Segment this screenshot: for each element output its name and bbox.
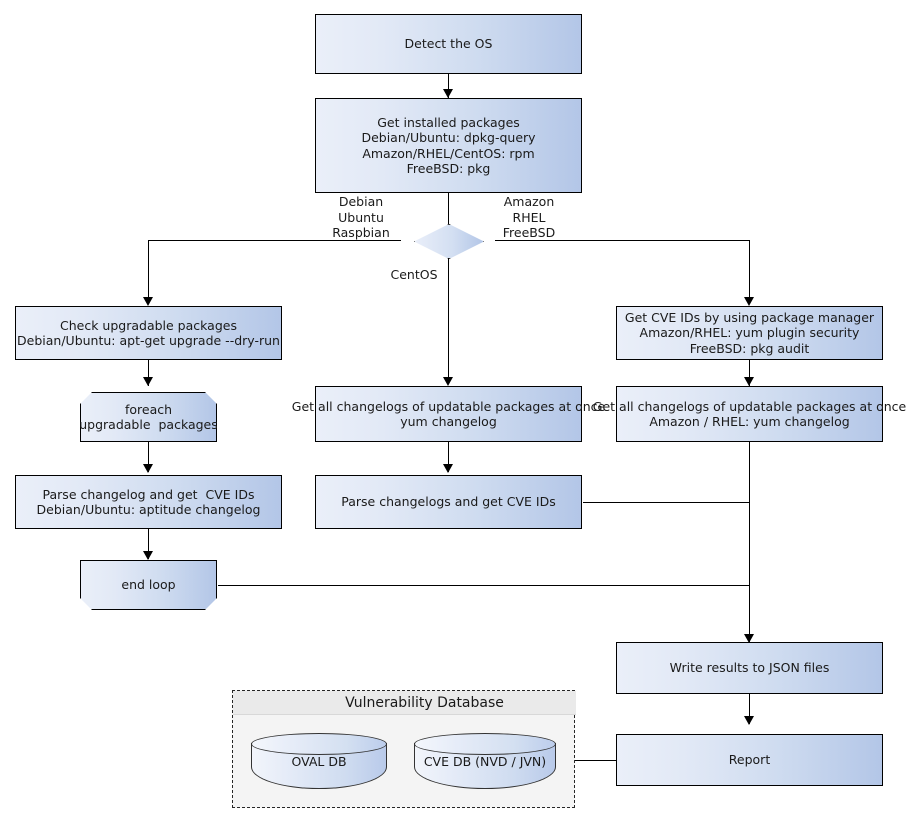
arrowhead-changelogs-rhel — [743, 377, 754, 386]
edge-decision-right — [495, 240, 750, 241]
arrowhead-foreach — [142, 377, 153, 386]
edge-packages-to-decision — [448, 192, 449, 224]
node-parse-changelogs-centos-label: Parse changelogs and get CVE IDs — [341, 494, 556, 510]
node-write-results-json-label: Write results to JSON files — [669, 660, 830, 676]
edge-right-trunk — [749, 442, 750, 642]
node-report[interactable]: Report — [616, 734, 883, 786]
arrowhead-parse-centos — [442, 464, 453, 473]
node-foreach-upgradable-packages[interactable]: foreach upgradable packages — [80, 392, 217, 442]
node-end-loop-label: end loop — [121, 577, 176, 593]
edge-decision-center — [448, 256, 449, 378]
edge-vulndb-to-report — [575, 760, 617, 761]
node-check-upgradable-packages[interactable]: Check upgradable packages Debian/Ubuntu:… — [15, 306, 282, 360]
group-vulnerability-database: Vulnerability Database — [232, 690, 576, 808]
edge-decision-right-down — [749, 240, 750, 298]
node-get-installed-packages[interactable]: Get installed packages Debian/Ubuntu: dp… — [315, 98, 582, 193]
arrowhead-write-results — [743, 634, 754, 643]
db-cylinder-cve[interactable]: CVE DB (NVD / JVN) — [414, 733, 556, 789]
node-write-results-json[interactable]: Write results to JSON files — [616, 642, 883, 694]
edge-parse-to-endloop — [148, 529, 149, 559]
edge-write-to-report — [749, 694, 750, 724]
arrowhead-endloop — [142, 551, 153, 560]
arrowhead-check-upgradable — [142, 297, 153, 306]
edge-decision-left-down — [148, 240, 149, 298]
node-get-all-changelogs-amazon-rhel-label: Get all changelogs of updatable packages… — [592, 398, 907, 430]
decision-os-family[interactable] — [414, 224, 484, 259]
arrowhead-parse-changelog — [142, 464, 153, 473]
edge-detectos-to-packages — [448, 73, 449, 98]
node-get-cve-ids-package-manager-label: Get CVE IDs by using package manager Ama… — [624, 309, 875, 356]
node-end-loop[interactable]: end loop — [80, 560, 217, 610]
node-parse-changelogs-centos[interactable]: Parse changelogs and get CVE IDs — [315, 475, 582, 529]
node-foreach-upgradable-packages-label: foreach upgradable packages — [79, 401, 218, 432]
edge-label-left-branch: Debian Ubuntu Raspbian — [332, 194, 390, 240]
edge-label-right-branch: Amazon RHEL FreeBSD — [502, 194, 556, 240]
arrowhead-packages — [442, 89, 453, 98]
db-cylinder-oval[interactable]: OVAL DB — [251, 733, 387, 789]
node-detect-os-label: Detect the OS — [404, 36, 493, 52]
group-vulnerability-database-title: Vulnerability Database — [233, 691, 576, 715]
db-cylinder-cve-label: CVE DB (NVD / JVN) — [423, 753, 547, 769]
node-get-all-changelogs-amazon-rhel[interactable]: Get all changelogs of updatable packages… — [593, 386, 906, 442]
node-get-all-changelogs-centos[interactable]: Get all changelogs of updatable packages… — [292, 386, 605, 442]
node-parse-changelog-debian-label: Parse changelog and get CVE IDs Debian/U… — [36, 486, 261, 518]
edge-parse-centos-to-trunk — [583, 502, 750, 503]
node-get-cve-ids-package-manager[interactable]: Get CVE IDs by using package manager Ama… — [616, 306, 883, 360]
arrowhead-report — [743, 716, 754, 725]
edge-changelogs-to-parse-centos — [448, 442, 449, 472]
edge-getcve-to-changelogs — [749, 360, 750, 386]
db-cylinder-oval-top — [251, 733, 387, 755]
node-get-installed-packages-label: Get installed packages Debian/Ubuntu: dp… — [361, 114, 536, 177]
node-get-all-changelogs-centos-label: Get all changelogs of updatable packages… — [291, 398, 606, 430]
node-parse-changelog-debian[interactable]: Parse changelog and get CVE IDs Debian/U… — [15, 475, 282, 529]
edge-endloop-to-trunk — [218, 585, 750, 586]
arrowhead-changelogs-centos — [442, 377, 453, 386]
node-report-label: Report — [728, 752, 771, 768]
arrowhead-get-cve-ids — [743, 297, 754, 306]
db-cylinder-cve-top — [414, 733, 556, 755]
edge-label-center-branch: CentOS — [390, 267, 438, 282]
edge-foreach-to-parse — [148, 442, 149, 472]
db-cylinder-oval-label: OVAL DB — [291, 753, 347, 769]
edge-decision-left — [148, 240, 401, 241]
node-check-upgradable-packages-label: Check upgradable packages Debian/Ubuntu:… — [17, 317, 280, 349]
edge-check-to-foreach — [148, 360, 149, 386]
node-detect-os[interactable]: Detect the OS — [315, 14, 582, 74]
